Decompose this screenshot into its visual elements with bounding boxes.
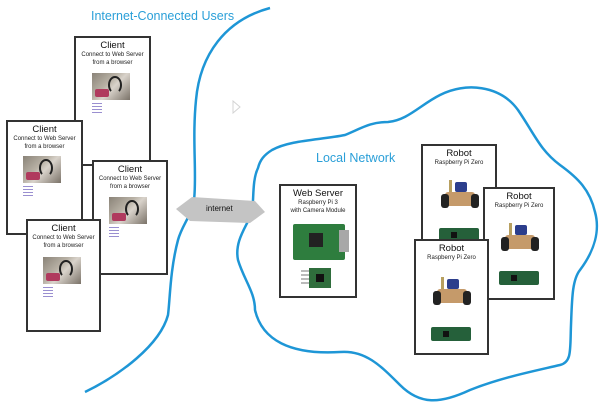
link-list <box>109 225 119 237</box>
web-server-title: Web Server <box>293 188 343 199</box>
robot-photo <box>92 73 130 100</box>
client-title: Client <box>100 40 125 51</box>
internet-users-title: Internet-Connected Users <box>91 9 235 23</box>
client-title: Client <box>32 124 57 135</box>
client-subtitle: Connect to Web Server <box>98 176 162 182</box>
local-network-title: Local Network <box>316 151 396 165</box>
robot-title: Robot <box>438 243 465 254</box>
client-title: Client <box>117 164 143 175</box>
raspberry-pi-zero-image <box>431 327 471 341</box>
robot-card: Robot Raspberry Pi Zero <box>421 144 497 254</box>
robot-subtitle: Raspberry Pi Zero <box>494 203 544 209</box>
client-subtitle: Connect to Web Server <box>32 235 95 241</box>
client-subtitle: from a browser <box>109 184 150 190</box>
raspberry-pi-3-image <box>293 224 349 260</box>
client-card: Client Connect to Web Server from a brow… <box>92 160 168 275</box>
robot-card: Robot Raspberry Pi Zero <box>414 239 489 355</box>
robot-subtitle: Raspberry Pi Zero <box>427 255 476 261</box>
client-card: Client Connect to Web Server from a brow… <box>26 219 101 332</box>
client-subtitle: from a browser <box>24 144 65 150</box>
client-card: Client Connect to Web Server from a brow… <box>74 36 151 166</box>
robot-card: Robot Raspberry Pi Zero <box>483 187 555 300</box>
link-list <box>43 285 53 297</box>
client-subtitle: Connect to Web Server <box>81 52 144 58</box>
camera-module-image <box>301 268 331 288</box>
robot-image <box>441 180 479 210</box>
local-network-boundary <box>236 86 599 402</box>
web-server-subtitle: Raspberry Pi 3 <box>298 200 338 206</box>
raspberry-pi-zero-image <box>499 271 539 285</box>
client-subtitle: Connect to Web Server <box>13 136 76 142</box>
link-list <box>23 184 33 196</box>
internet-connector-label: internet <box>206 204 233 213</box>
robot-subtitle: Raspberry Pi Zero <box>434 160 484 166</box>
robot-photo <box>43 257 81 284</box>
robot-photo <box>23 156 61 183</box>
client-subtitle: from a browser <box>43 243 84 249</box>
link-list <box>92 101 102 113</box>
cursor-arrow-icon <box>232 99 241 115</box>
robot-title: Robot <box>446 148 472 159</box>
robot-image <box>501 223 539 253</box>
robot-image <box>433 277 471 307</box>
client-subtitle: from a browser <box>92 60 133 66</box>
web-server-subtitle: with Camera Module <box>290 208 346 214</box>
robot-title: Robot <box>506 191 532 202</box>
robot-photo <box>109 197 147 224</box>
raspberry-pi-zero-image <box>439 228 479 242</box>
web-server-card: Web Server Raspberry Pi 3 with Camera Mo… <box>279 184 357 298</box>
client-card: Client Connect to Web Server from a brow… <box>6 120 83 235</box>
internet-connector-shape <box>176 197 265 223</box>
client-title: Client <box>51 223 76 234</box>
